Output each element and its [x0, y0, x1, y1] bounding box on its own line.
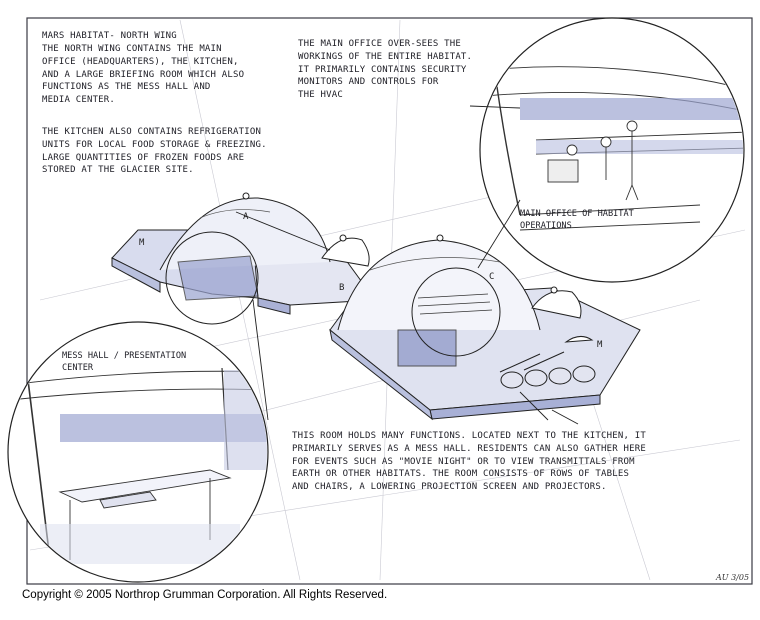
- copyright-notice: Copyright © 2005 Northrop Grumman Corpor…: [22, 589, 388, 601]
- note-north-wing-body: THE NORTH WING CONTAINS THE MAIN OFFICE …: [42, 44, 245, 106]
- note-kitchen: THE KITCHEN ALSO CONTAINS REFRIGERATION …: [42, 127, 267, 176]
- note-north-wing-title: MARS HABITAT- NORTH WING: [42, 31, 177, 41]
- small-dome-b: [321, 237, 370, 267]
- room-label-m-right: M: [597, 340, 603, 350]
- note-main-office: THE MAIN OFFICE OVER-SEES THE WORKINGS O…: [298, 39, 473, 101]
- detail-circle-a: [165, 231, 259, 325]
- small-dome-right: [531, 290, 582, 319]
- habitat-structure: [111, 192, 641, 421]
- dome-a: [159, 197, 331, 271]
- small-dome-far: [564, 336, 594, 343]
- storage-tanks: [499, 351, 596, 389]
- leader-lines: [235, 105, 579, 425]
- inset-mess-hall: [7, 321, 269, 583]
- note-mess-hall: THIS ROOM HOLDS MANY FUNCTIONS. LOCATED …: [292, 431, 646, 493]
- room-label-a: A: [243, 212, 249, 222]
- room-label-c: C: [489, 272, 495, 282]
- inset-main-office: [479, 17, 745, 283]
- detail-circle-c: [411, 267, 501, 357]
- inset-office-label: MAIN OFFICE OF HABITAT OPERATIONS: [520, 209, 634, 231]
- room-label-b: B: [339, 283, 345, 293]
- room-label-m-left: M: [139, 238, 145, 248]
- sheet-border: [26, 17, 753, 585]
- inset-mess-hall-label: MESS HALL / PRESENTATION CENTER: [62, 351, 187, 373]
- artist-signature: AU 3/05: [716, 573, 750, 582]
